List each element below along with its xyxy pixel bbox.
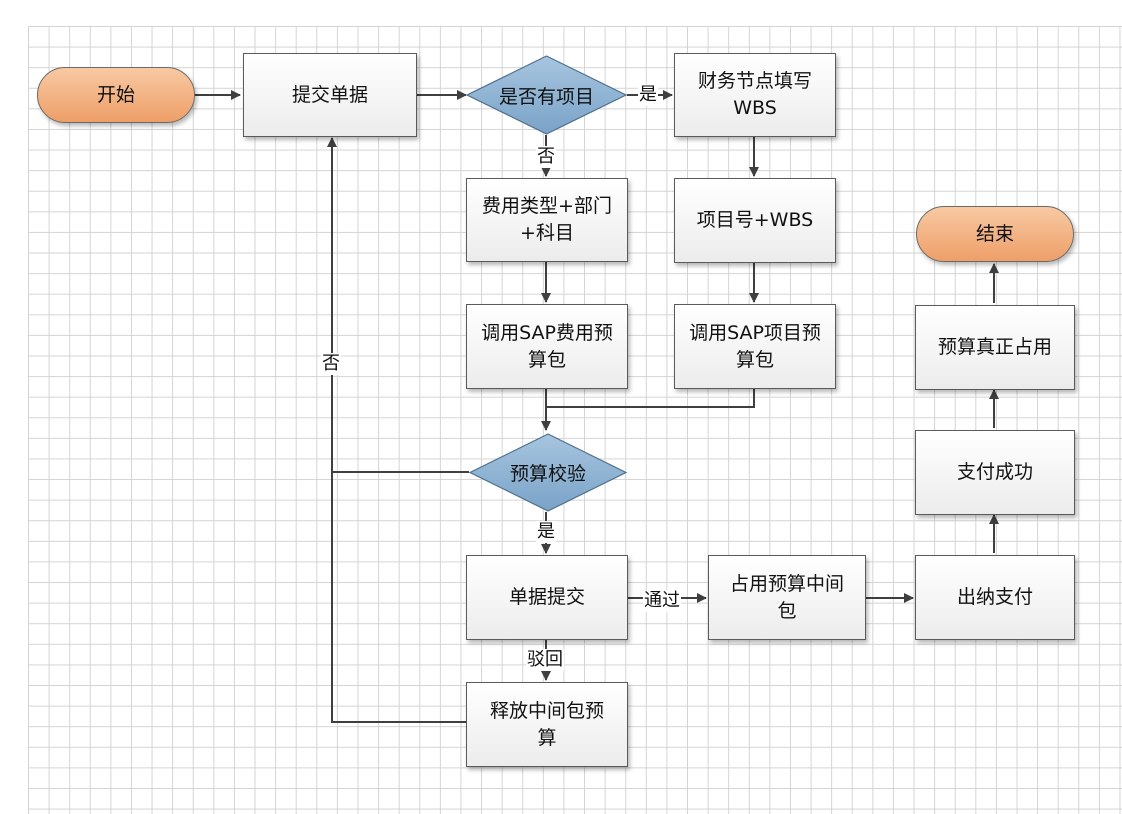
edge-label-reject: 驳回	[526, 649, 564, 671]
edge-label-no-down: 否	[536, 146, 556, 168]
diamond-shape	[468, 433, 628, 512]
has-project-decision: 是否有项目	[465, 55, 628, 135]
project-wbs-box: 项目号+WBS	[674, 178, 836, 263]
budget-check-label: 预算校验	[509, 463, 586, 485]
edge-label-pass: 通过	[643, 590, 681, 612]
edge-label-yes-down: 是	[536, 521, 556, 543]
release-budget-box: 释放中间包预 算	[466, 682, 628, 767]
has-project-label: 是否有项目	[498, 85, 594, 108]
occupy-budget-box: 占用预算中间 包	[708, 555, 866, 640]
budget-occupy-box: 预算真正占用	[915, 305, 1075, 390]
submit-doc-box: 提交单据	[243, 53, 417, 137]
edge-label-no-back: 否	[321, 353, 341, 375]
cost-type-box: 费用类型+部门 +科目	[466, 178, 628, 262]
grid-canvas	[28, 26, 1122, 814]
diamond-shape	[465, 55, 628, 135]
end-terminal: 结束	[916, 206, 1074, 262]
pay-success-box: 支付成功	[915, 430, 1075, 515]
edge-label-yes-right: 是	[638, 84, 658, 106]
finance-wbs-box: 财务节点填写 WBS	[674, 53, 836, 137]
sap-project-budget-box: 调用SAP项目预 算包	[674, 304, 836, 389]
budget-check-decision: 预算校验	[468, 433, 628, 512]
doc-submit-box: 单据提交	[466, 555, 628, 640]
cashier-pay-box: 出纳支付	[915, 555, 1075, 640]
sap-cost-budget-box: 调用SAP费用预 算包	[466, 304, 628, 389]
start-terminal: 开始	[37, 67, 195, 123]
